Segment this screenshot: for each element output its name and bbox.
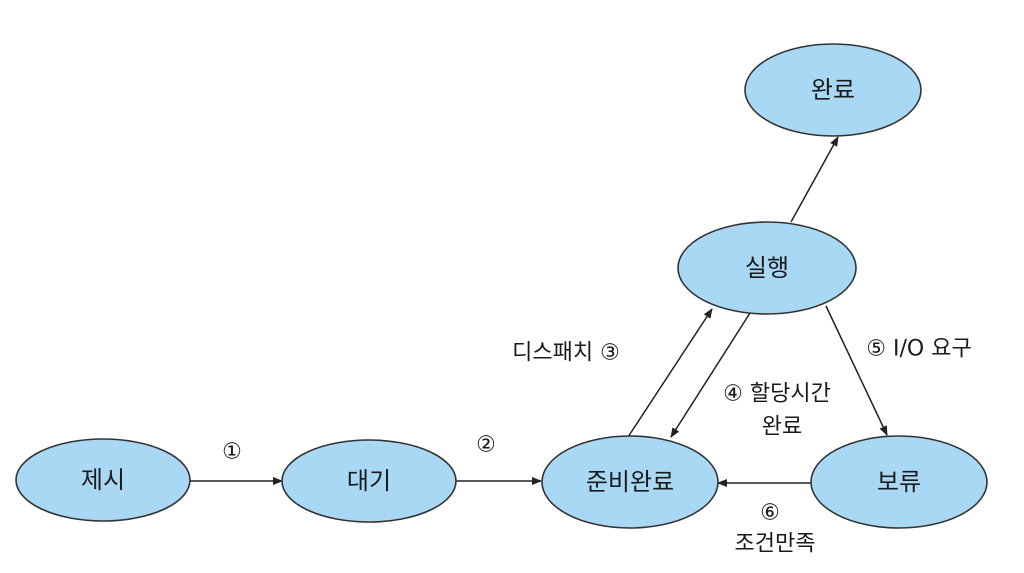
edge-label-3: 디스패치 ③ [512, 341, 620, 366]
edge-label-1: ① [222, 440, 242, 465]
node-done-shape [744, 43, 922, 137]
node-hold-label: 보류 [877, 468, 921, 496]
edge-label-6-line1: ⑥ [760, 501, 780, 526]
node-wait-label: 대기 [347, 467, 391, 495]
edge-run-to-ready [670, 312, 751, 438]
edge-run-to-done [790, 136, 839, 223]
node-done: 완료 [744, 43, 922, 137]
edge-label-4-line1: ④ 할당시간 [723, 382, 831, 407]
node-ready-shape [541, 435, 719, 529]
node-ready-label: 준비완료 [586, 468, 674, 496]
node-submit-shape [15, 438, 191, 522]
edge-label-2: ② [476, 433, 496, 458]
edge-label-5: ⑤ I/O 요구 [866, 337, 971, 362]
edge-run-to-hold [825, 305, 888, 436]
edges [190, 136, 888, 487]
node-run-shape [677, 221, 857, 315]
node-wait-shape [281, 439, 457, 523]
node-ready: 준비완료 [541, 435, 719, 529]
node-run: 실행 [677, 221, 857, 315]
node-wait: 대기 [281, 439, 457, 523]
edge-ready-to-run [627, 308, 713, 438]
node-run-label: 실행 [745, 254, 789, 282]
node-hold: 보류 [810, 435, 988, 529]
node-hold-shape [810, 435, 988, 529]
node-submit-label: 제시 [81, 466, 125, 494]
edge-label-4-line2: 완료 [762, 415, 802, 440]
node-done-label: 완료 [811, 76, 855, 104]
node-submit: 제시 [15, 438, 191, 522]
edge-label-6-line2: 조건만족 [735, 532, 816, 557]
